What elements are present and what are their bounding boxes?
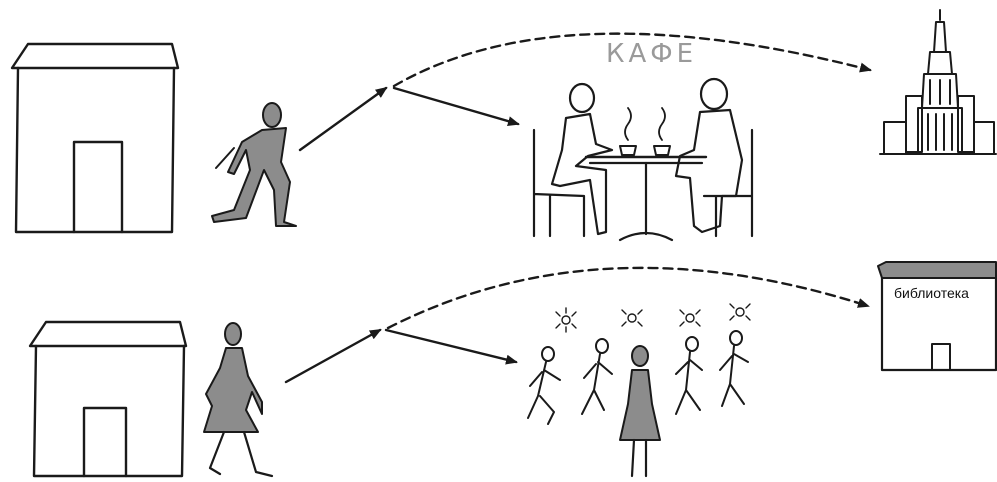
house-top-icon [12,44,178,232]
arrow-top-cafe [394,88,518,124]
house-bottom-icon [30,322,186,476]
cafe-couple-icon [534,79,752,240]
cafe-label: КАФЕ [606,39,697,69]
arrow-bottom-walk [286,330,380,382]
dancing-crowd-icon [528,304,750,476]
library-building-icon [878,262,996,370]
arrow-bottom-dance [386,330,516,362]
arrow-top-walk [300,88,386,150]
walking-man-icon [212,103,296,226]
walking-woman-icon [204,323,272,476]
university-tower-icon [880,10,996,154]
library-label: библиотека [894,285,969,301]
